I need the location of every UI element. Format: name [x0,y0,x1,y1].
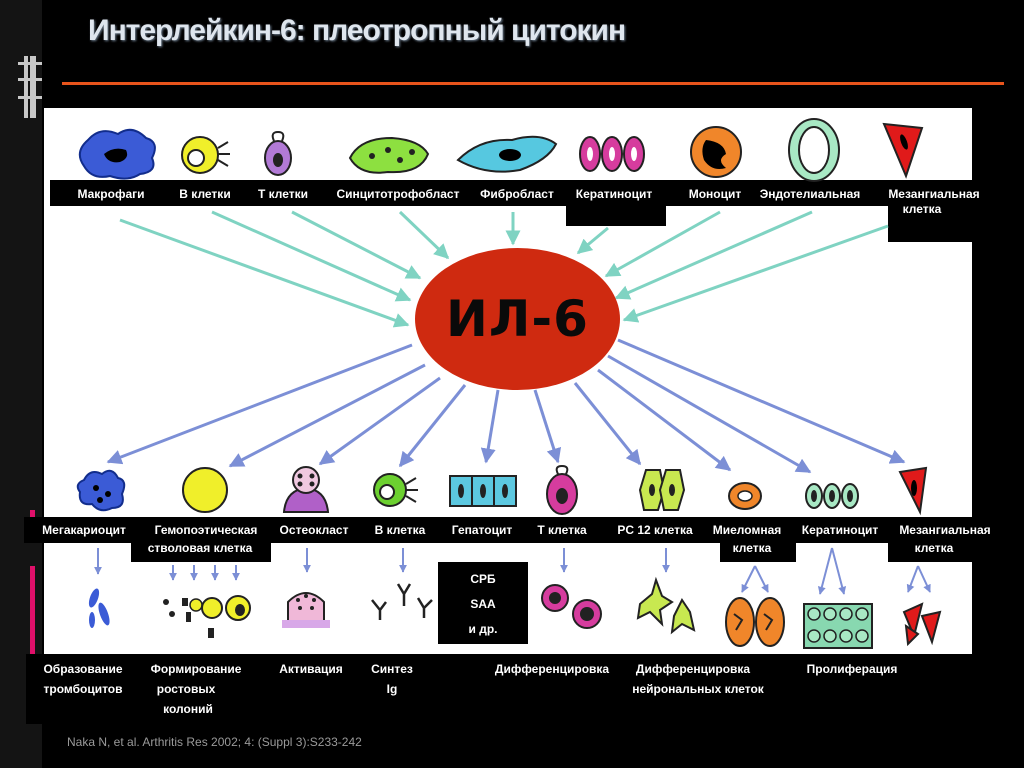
label-myeloma-2: клетка [732,541,772,555]
outcome-ig: Синтез [371,662,413,676]
label-hsc: Гемопоэтическая [154,523,258,537]
label-fibroblast: Фибробласт [480,187,554,201]
outcome-differentiation: Дифференцировка [494,662,610,676]
outcome-platelets-2: тромбоцитов [43,682,123,696]
label-mesangial-top-2: клетка [902,202,942,216]
label-monocyte: Моноцит [688,187,742,201]
deco-bar [24,56,28,118]
label-keratinocyte: Кератиноцит [575,187,653,201]
outcome-drawings [88,576,942,649]
inbound-arrows [119,210,889,328]
outcome-proliferation: Пролиферация [806,662,898,676]
label-bar-ext [566,204,666,226]
outcome-activation: Активация [279,662,343,676]
label-mesangial-top: Мезангиальная [888,187,980,201]
label-osteoclast: Остеокласт [279,523,349,537]
label-t-cell: Т клетка [537,523,587,537]
outcome-colonies-3: колоний [163,702,213,716]
label-megakaryocyte: Мегакариоцит [42,523,126,537]
label-b-cells: В клетки [179,187,231,201]
target-cells [76,464,928,516]
outcome-ig-2: Ig [386,682,398,696]
il6-ellipse: ИЛ-6 [415,248,620,390]
product-etc: и др. [468,622,498,636]
title-rule [62,82,1004,85]
label-hepatocyte: Гепатоцит [451,523,513,537]
target-label-bar [24,517,1024,543]
il6-label: ИЛ-6 [446,290,589,348]
outcome-neuronal-2: нейрональных клеток [632,682,764,696]
outcome-colonies: Формирование [150,662,242,676]
hepatocyte-products-box [438,562,528,644]
producer-cells [78,118,924,182]
left-strip [0,0,42,768]
small-arrows [94,547,931,595]
producer-label-bar [50,180,1000,206]
product-crp: СРБ [470,572,496,586]
deco-bar [30,56,36,118]
accent-bar [30,566,35,678]
label-bar-ext [888,204,972,242]
outcome-colonies-2: ростовых [156,682,216,696]
label-hsc-2: стволовая клетка [147,541,253,555]
label-keratinocyte-target: Кератиноцит [801,523,879,537]
label-t-cells: Т клетки [257,187,309,201]
label-myeloma: Миеломная [712,523,782,537]
label-b-cell: В клетка [374,523,426,537]
label-bar-ext [131,540,271,562]
outcome-neuronal: Дифференцировка [635,662,751,676]
reference: Naka N, et al. Arthritis Res 2002; 4: (S… [67,735,362,749]
label-mesangial-target: Мезангиальная [899,523,991,537]
label-bar-ext [888,540,996,562]
label-macrophages: Макрофаги [77,187,145,201]
product-saa: SAA [470,597,496,611]
label-bar-ext [720,540,796,562]
outcome-label-bar [26,654,1004,724]
label-syncytiotrophoblast: Синцитотрофобласт [336,187,460,201]
label-endothelial: Эндотелиальная [759,187,861,201]
deco-bar [18,62,42,65]
deco-bar [18,78,42,81]
slide-title: Интерлейкин-6: плеотропный цитокин [88,14,626,47]
label-mesangial-target-2: клетка [914,541,954,555]
outcome-platelets: Образование [43,662,123,676]
outbound-arrows [106,338,906,474]
deco-bar [18,96,42,99]
label-pc12: PC 12 клетка [617,523,693,537]
